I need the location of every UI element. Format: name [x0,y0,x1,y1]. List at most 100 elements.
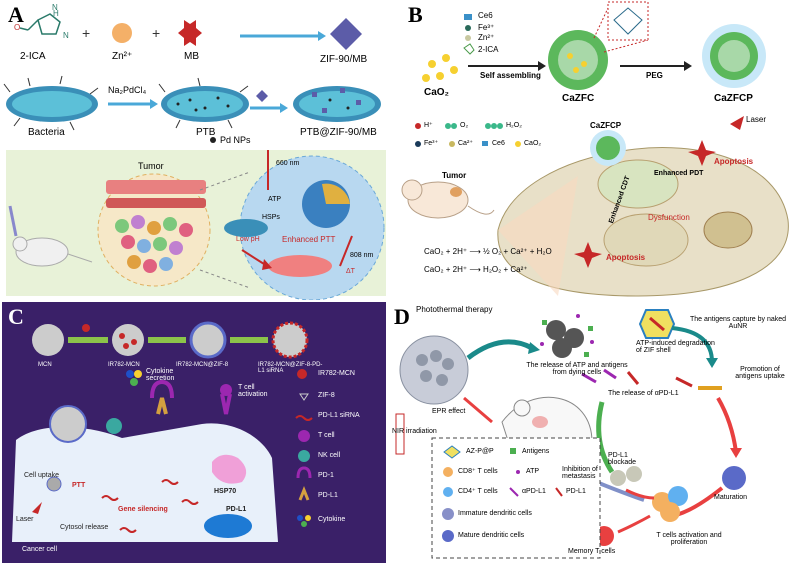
cancer-cell-body [12,423,278,542]
dysfunction: Dysfunction [648,213,690,222]
tumor-mass [399,335,469,405]
step-sirna: IR782-MCN@ZIF-8-PD-L1 siRNA [258,362,323,374]
atp-label: ATP [268,196,282,203]
pdl1-label: PD-L1 [226,506,247,513]
legend-c-pdl1: PD-L1 [318,492,338,499]
legend-c [295,369,313,527]
laser-660: 660 nm [276,160,300,167]
legend-ica: 2-ICA [478,45,499,54]
epr-label: EPR effect [432,408,466,415]
apoptosis-burst-2 [574,242,602,268]
apoptosis-burst-1 [688,140,716,166]
ion-fe: Fe³⁺ [424,140,439,147]
svg-text:H: H [53,9,59,18]
equation-1: CaO₂ + 2H⁺ ⟶ ½ O₂ + Ca²⁺ + H₂O [424,247,552,256]
legend-azp: AZ-P@P [466,448,494,455]
panel-c-graphics [2,302,386,563]
ptt-label: PTT [72,482,86,489]
c-particle-inside [46,476,62,492]
inhibition-label: Inhibition of metastasis [562,466,598,480]
hsp70-label: HSP70 [214,488,237,495]
mouse-b-icon [401,179,495,219]
ion-h2o2: H₂O₂ [506,122,522,129]
tumor-b-label: Tumor [442,171,467,180]
reagent-mb: MB [184,51,199,62]
cao2-particles [422,54,458,82]
maturation-label: Maturation [714,494,748,501]
svg-text:N: N [52,3,58,12]
ion-o2: O₂ [460,122,469,129]
legend-c-nkcell: NK cell [318,452,341,459]
enhanced-ptt-label: Enhanced PTT [282,235,336,244]
c-particle-outside [49,405,87,443]
hot-bacteria [268,255,332,277]
legend-c-ir782: IR782-MCN [318,370,355,377]
mb-icon [178,20,202,46]
panel-a-label: A [8,2,24,27]
cazfcp-label: CaZFCP [714,93,753,104]
pdl1-receptor [156,397,168,415]
panel-a-graphics: H N N O + + [3,3,386,300]
reagent-2ica: 2-ICA [20,51,46,62]
laser-808: 808 nm [350,252,374,259]
cytokine-secretion: Cytokine secretion [146,368,175,382]
step-zif8: IR782-MCN@ZIF-8 [176,362,229,368]
legend-apdl1: αPD-L1 [522,488,546,495]
nir-beam [463,396,493,424]
svg-text:O: O [14,23,20,32]
legend-atp: ATP [526,468,540,475]
ptb-in-zoom [224,219,268,237]
legend-immature: Immature dendritic cells [458,510,532,517]
zn-icon [465,35,471,41]
gene-silencing: Gene silencing [118,506,168,513]
ir782-mcn-particle [112,324,144,356]
temp-label: ΔT [346,268,355,275]
laser-label: Laser [746,115,767,124]
mcn-particle [32,324,64,356]
promotion-label: Promotion of antigens uptake [735,366,785,380]
enhanced-pdt: Enhanced PDT [654,170,704,177]
mitochondrion [703,211,753,249]
cazfcp-small-label: CaZFCP [590,121,622,130]
thermometer-icon [339,235,353,267]
panel-a: H N N O + + [0,0,388,300]
step-mcn: MCN [38,362,52,368]
ptb-zif-icon [293,86,381,122]
blood-vessel-cells [106,180,206,208]
cell-uptake: Cell uptake [24,472,60,479]
legend-c-cytokine: Cytokine [318,516,346,523]
syringe-icon [8,205,18,237]
svg-text:N: N [63,31,69,40]
ptb-icon [158,77,249,129]
stage-ptb-zif: PTB@ZIF-90/MB [300,127,377,138]
ion-ce6: Ce6 [492,140,505,147]
t-cell-cluster [652,486,688,522]
release-apdl1-label: The release of αPD-L1 [608,390,679,397]
light-cone [498,176,578,296]
antigen-capture-label: The antigens capture by naked AuNR [689,316,787,330]
reaction-agent: Na₂PdCl₄ [108,85,147,95]
pdl1-blockade-label: PD-L1 blockade [608,452,637,466]
mouse-icon [12,236,93,267]
cancer-cell-label: Cancer cell [22,546,58,553]
legend-cd4: CD4⁺ T cells [458,488,498,495]
cell-region-pdt [597,159,679,209]
pd-legend: Pd NPs [220,135,251,145]
panel-d: D Photothermal therapy The release of AT… [392,302,791,565]
legend-ce6: Ce6 [478,11,493,20]
ce6-icon [464,14,472,20]
legend-zn: Zn²⁺ [478,33,495,42]
ica-icon [463,43,475,55]
legend-c-sirna: PD-L1 siRNA [318,412,360,419]
nir-label: NIR irradiation [392,428,437,435]
low-ph-label: Low pH [236,236,260,243]
zif8-particle [189,321,227,359]
ion-ca: Ca²⁺ [458,140,473,147]
legend-c-pd1: PD-1 [318,472,334,479]
legend-c-zif8: ZIF-8 [318,392,335,399]
panel-d-label: D [394,304,410,329]
stage-bacteria: Bacteria [28,127,65,138]
laser-icon [730,116,744,130]
fe-icon [465,25,471,31]
panel-d-graphics [395,309,746,559]
